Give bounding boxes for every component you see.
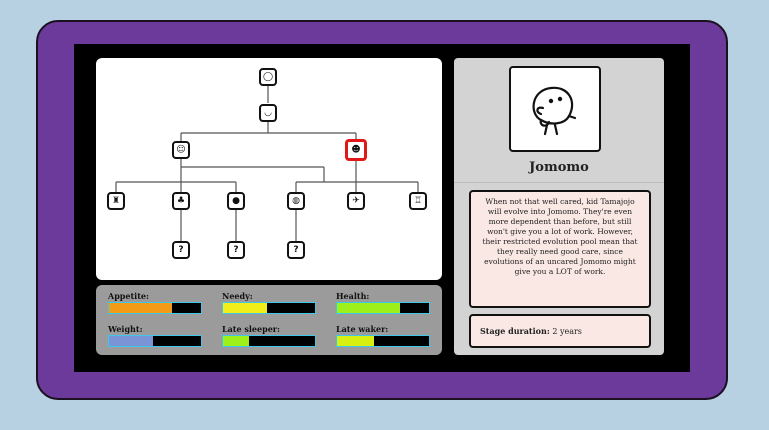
stat-fill (337, 303, 400, 313)
evolution-tree-panel: ◯ ◡ ☺ ☻ ♜ ♣ ● ◍ ✈ ♖ ? ? ? (96, 58, 442, 280)
teen-2-icon: ♣ (176, 195, 186, 206)
divider (454, 182, 664, 183)
teen-1-icon: ♜ (111, 195, 121, 206)
stat-bar (222, 335, 316, 347)
tree-node-egg[interactable]: ◯ (259, 68, 277, 86)
stage-duration-box: Stage duration: 2 years (469, 314, 651, 348)
question-mark-icon: ? (178, 244, 184, 255)
game-screen: ◯ ◡ ☺ ☻ ♜ ♣ ● ◍ ✈ ♖ ? ? ? Appetite: Need… (74, 44, 690, 372)
stat-bar (108, 302, 202, 314)
tree-node-unknown-2[interactable]: ? (227, 241, 245, 259)
stat-fill (337, 336, 374, 346)
teen-3-icon: ● (232, 195, 240, 206)
stat-late-sleeper: Late sleeper: (222, 324, 316, 347)
egg-icon: ◯ (262, 71, 274, 82)
tree-node-teen-3[interactable]: ● (227, 192, 245, 210)
tree-node-baby[interactable]: ◡ (259, 104, 277, 122)
stat-label: Needy: (222, 291, 253, 301)
stat-label: Health: (336, 291, 370, 301)
device-frame: ◯ ◡ ☺ ☻ ♜ ♣ ● ◍ ✈ ♖ ? ? ? Appetite: Need… (36, 20, 728, 400)
stat-bar (222, 302, 316, 314)
stat-fill (223, 336, 249, 346)
stat-label: Late sleeper: (222, 324, 280, 334)
stat-bar (108, 335, 202, 347)
child-b-icon: ☻ (351, 144, 361, 155)
teen-5-icon: ✈ (352, 195, 360, 206)
stat-health: Health: (336, 291, 430, 314)
stat-label: Weight: (108, 324, 143, 334)
stat-label: Late waker: (336, 324, 389, 334)
baby-blob-icon: ◡ (264, 107, 272, 118)
stat-appetite: Appetite: (108, 291, 202, 314)
character-name: Jomomo (529, 160, 589, 175)
question-mark-icon: ? (233, 244, 239, 255)
stat-needy: Needy: (222, 291, 316, 314)
character-info-panel: Jomomo When not that well cared, kid Tam… (454, 58, 664, 355)
tree-node-teen-6[interactable]: ♖ (409, 192, 427, 210)
evolution-tree-connectors (115, 86, 419, 241)
stat-fill (109, 303, 172, 313)
child-a-icon: ☺ (176, 144, 186, 155)
tree-node-teen-5[interactable]: ✈ (347, 192, 365, 210)
tree-node-teen-1[interactable]: ♜ (107, 192, 125, 210)
stat-weight: Weight: (108, 324, 202, 347)
tree-node-teen-4[interactable]: ◍ (287, 192, 305, 210)
stat-late-waker: Late waker: (336, 324, 430, 347)
teen-4-icon: ◍ (292, 195, 300, 206)
stat-bar (336, 302, 430, 314)
character-portrait (509, 66, 601, 152)
stat-label: Appetite: (108, 291, 149, 301)
character-description: When not that well cared, kid Tamajojo w… (469, 190, 651, 308)
stat-fill (223, 303, 268, 313)
teen-6-icon: ♖ (413, 195, 423, 206)
tree-node-teen-2[interactable]: ♣ (172, 192, 190, 210)
stage-duration-label: Stage duration: (480, 326, 550, 336)
stats-panel: Appetite: Needy: Health: Weight: Late sl… (96, 285, 442, 355)
tree-node-child-b-selected[interactable]: ☻ (345, 139, 367, 161)
tree-node-unknown-3[interactable]: ? (287, 241, 305, 259)
question-mark-icon: ? (293, 244, 299, 255)
tree-node-child-a[interactable]: ☺ (172, 141, 190, 159)
jomomo-creature-icon (532, 86, 577, 136)
stat-bar (336, 335, 430, 347)
tree-node-unknown-1[interactable]: ? (172, 241, 190, 259)
stat-fill (109, 336, 154, 346)
stage-duration-value: 2 years (552, 327, 582, 336)
